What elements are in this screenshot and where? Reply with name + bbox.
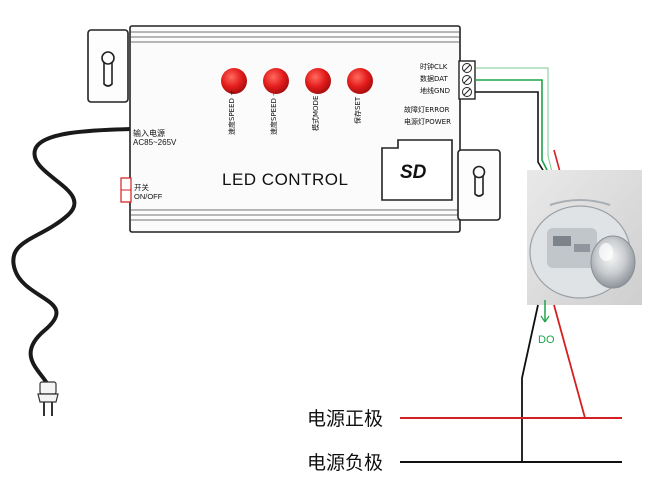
screw-icon bbox=[462, 75, 472, 85]
case-fins-bottom bbox=[130, 209, 460, 221]
controller-case bbox=[129, 25, 461, 233]
screw-icon bbox=[462, 87, 472, 97]
sd-card-slot[interactable]: SD bbox=[381, 139, 453, 201]
power-input-voltage: AC85~265V bbox=[133, 138, 177, 147]
output-wires bbox=[521, 300, 586, 462]
left-mount-ear bbox=[87, 29, 129, 103]
led-controller: 速度SPEED + 速度SPEED - 模式MODE 保存SET LED CON… bbox=[87, 25, 501, 233]
speed-up-label: 速度SPEED + bbox=[227, 90, 236, 135]
mode-label: 模式MODE bbox=[311, 96, 320, 131]
power-cord bbox=[11, 127, 133, 387]
speed-down-button[interactable] bbox=[263, 68, 289, 94]
set-label: 保存SET bbox=[353, 96, 362, 124]
switch-label: 开关 bbox=[134, 182, 149, 192]
power-bus bbox=[400, 417, 622, 463]
error-indicator-label: 故障灯ERROR bbox=[404, 105, 450, 114]
speed-up-button[interactable] bbox=[221, 68, 247, 94]
keyhole-icon bbox=[101, 51, 115, 87]
pixel-lens bbox=[590, 235, 636, 289]
led-pixel-photo bbox=[527, 170, 642, 305]
negative-bus-label: 电源负极 bbox=[307, 452, 383, 474]
terminal-dat-label: 数据DAT bbox=[420, 74, 449, 83]
terminal-clk-label: 时钟CLK bbox=[420, 62, 448, 71]
plug-icon bbox=[37, 381, 59, 416]
pixel-output-label: DO bbox=[538, 334, 555, 346]
controller-title: LED CONTROL bbox=[222, 170, 348, 189]
speed-down-label: 速度SPEED - bbox=[269, 93, 278, 135]
signal-wires bbox=[475, 67, 561, 173]
case-fins-top bbox=[130, 31, 460, 43]
screw-icon bbox=[462, 63, 472, 73]
power-switch[interactable] bbox=[120, 177, 132, 203]
sd-label: SD bbox=[400, 162, 427, 183]
keyhole-icon bbox=[472, 165, 486, 197]
power-indicator-label: 电源灯POWER bbox=[404, 117, 451, 126]
set-button[interactable] bbox=[347, 68, 373, 94]
terminal-block bbox=[458, 60, 476, 100]
power-input-label: 输入电源 bbox=[133, 128, 165, 138]
positive-bus-label: 电源正极 bbox=[307, 408, 383, 430]
terminal-gnd-label: 地线GND bbox=[420, 86, 450, 95]
mode-button[interactable] bbox=[305, 68, 331, 94]
switch-onoff-label: ON/OFF bbox=[134, 192, 163, 201]
right-mount-ear bbox=[457, 149, 501, 221]
